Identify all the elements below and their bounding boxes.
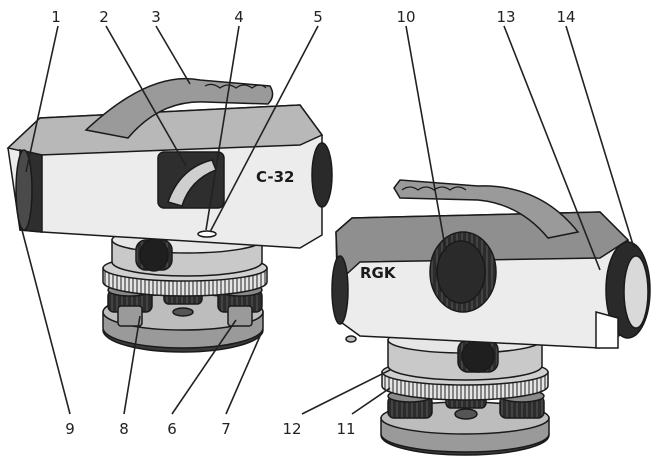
left-bubble-mirror	[167, 159, 217, 207]
leader-2	[105, 25, 187, 167]
right-base-center-hole	[454, 408, 478, 420]
leader-13	[503, 25, 601, 271]
leader-14	[565, 25, 635, 249]
right-focusing-knob	[429, 231, 497, 313]
right-level-instrument	[331, 179, 651, 456]
callout-1: 1	[51, 8, 61, 26]
callout-13: 13	[496, 8, 515, 26]
callout-10: 10	[396, 8, 415, 26]
model-label: C-32	[256, 168, 294, 186]
left-circular-bubble	[197, 230, 217, 238]
leader-9	[21, 229, 71, 415]
callout-12: 12	[282, 420, 301, 438]
right-eyepiece-end	[331, 255, 349, 325]
brand-label: RGK	[360, 264, 397, 282]
callout-14: 14	[556, 8, 575, 26]
leader-1	[25, 25, 59, 173]
callout-6: 6	[167, 420, 177, 438]
leader-5	[209, 25, 319, 233]
left-eyepiece-ring	[15, 149, 33, 231]
callout-3: 3	[151, 8, 161, 26]
leader-3	[155, 25, 191, 85]
leader-11	[351, 387, 391, 415]
left-objective-lens	[311, 142, 333, 208]
left-base-center-hole	[172, 307, 194, 317]
callout-2: 2	[99, 8, 109, 26]
callout-9: 9	[65, 420, 75, 438]
leader-10	[405, 25, 447, 253]
callout-4: 4	[234, 8, 244, 26]
leader-8	[123, 315, 141, 415]
callout-7: 7	[221, 420, 231, 438]
leader-4	[205, 25, 240, 231]
right-objective-hood	[595, 311, 619, 349]
right-fine-drive-knob	[457, 339, 499, 373]
right-carry-handle	[393, 179, 580, 239]
callout-8: 8	[119, 420, 129, 438]
callout-11: 11	[336, 420, 355, 438]
callout-numbers: 1 2 3 4 5 6 7 8 9 10 11 12 13 14	[51, 8, 575, 438]
leader-7	[225, 335, 261, 415]
leader-6	[171, 319, 237, 415]
callout-5: 5	[313, 8, 323, 26]
left-level-instrument	[6, 77, 333, 353]
leader-12	[301, 369, 391, 415]
leader-lines	[21, 25, 635, 415]
left-fine-drive-knob	[135, 238, 173, 272]
right-objective-lens	[623, 255, 649, 329]
right-side-screw	[345, 335, 357, 343]
